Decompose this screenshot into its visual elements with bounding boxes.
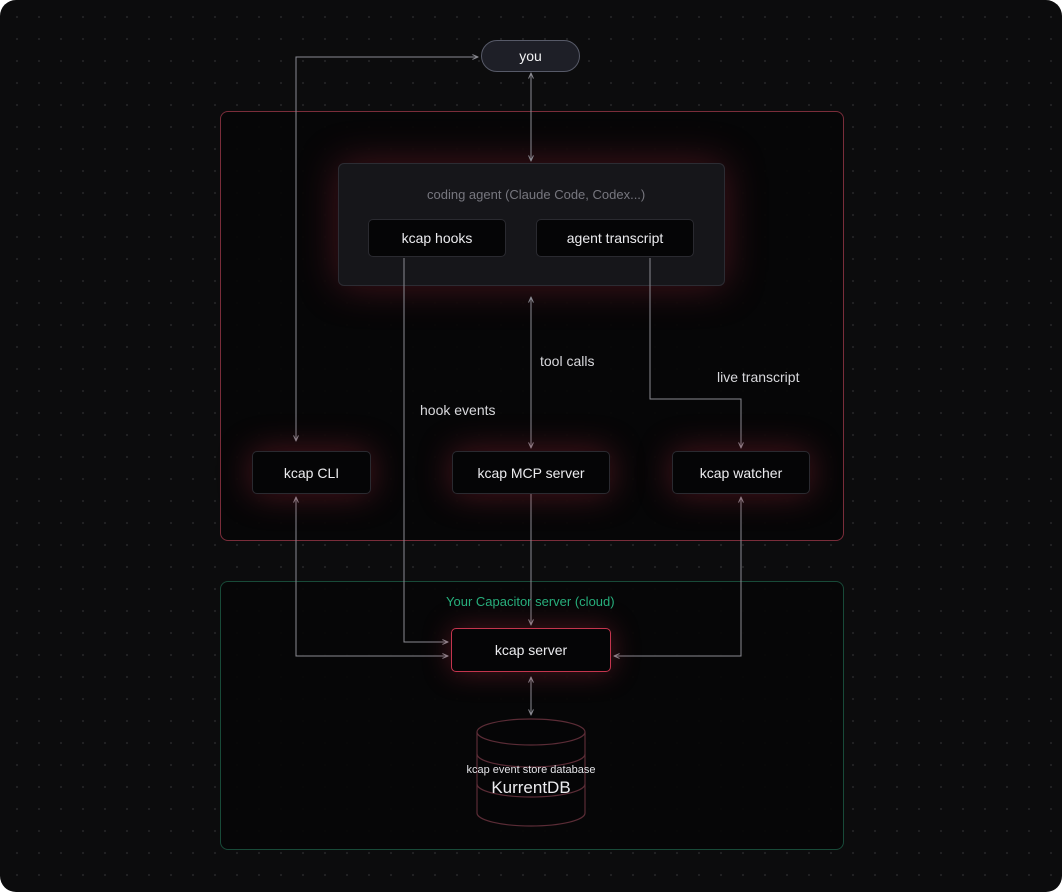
you-node: you bbox=[481, 40, 580, 72]
tool-calls-label: tool calls bbox=[540, 353, 595, 369]
agent-transcript-node: agent transcript bbox=[536, 219, 694, 257]
database-name: KurrentDB bbox=[491, 778, 571, 797]
kcap-mcp-server-node: kcap MCP server bbox=[452, 451, 610, 494]
kcap-server-node: kcap server bbox=[451, 628, 611, 672]
hook-events-label: hook events bbox=[420, 402, 496, 418]
kcap-hooks-node: kcap hooks bbox=[368, 219, 506, 257]
database-caption: kcap event store database bbox=[466, 764, 596, 776]
cloud-frame bbox=[220, 581, 844, 850]
coding-agent-label: coding agent (Claude Code, Codex...) bbox=[427, 187, 646, 202]
live-transcript-label: live transcript bbox=[717, 369, 800, 385]
kcap-cli-node: kcap CLI bbox=[252, 451, 371, 494]
cloud-title: Your Capacitor server (cloud) bbox=[446, 594, 615, 609]
kcap-watcher-node: kcap watcher bbox=[672, 451, 810, 494]
